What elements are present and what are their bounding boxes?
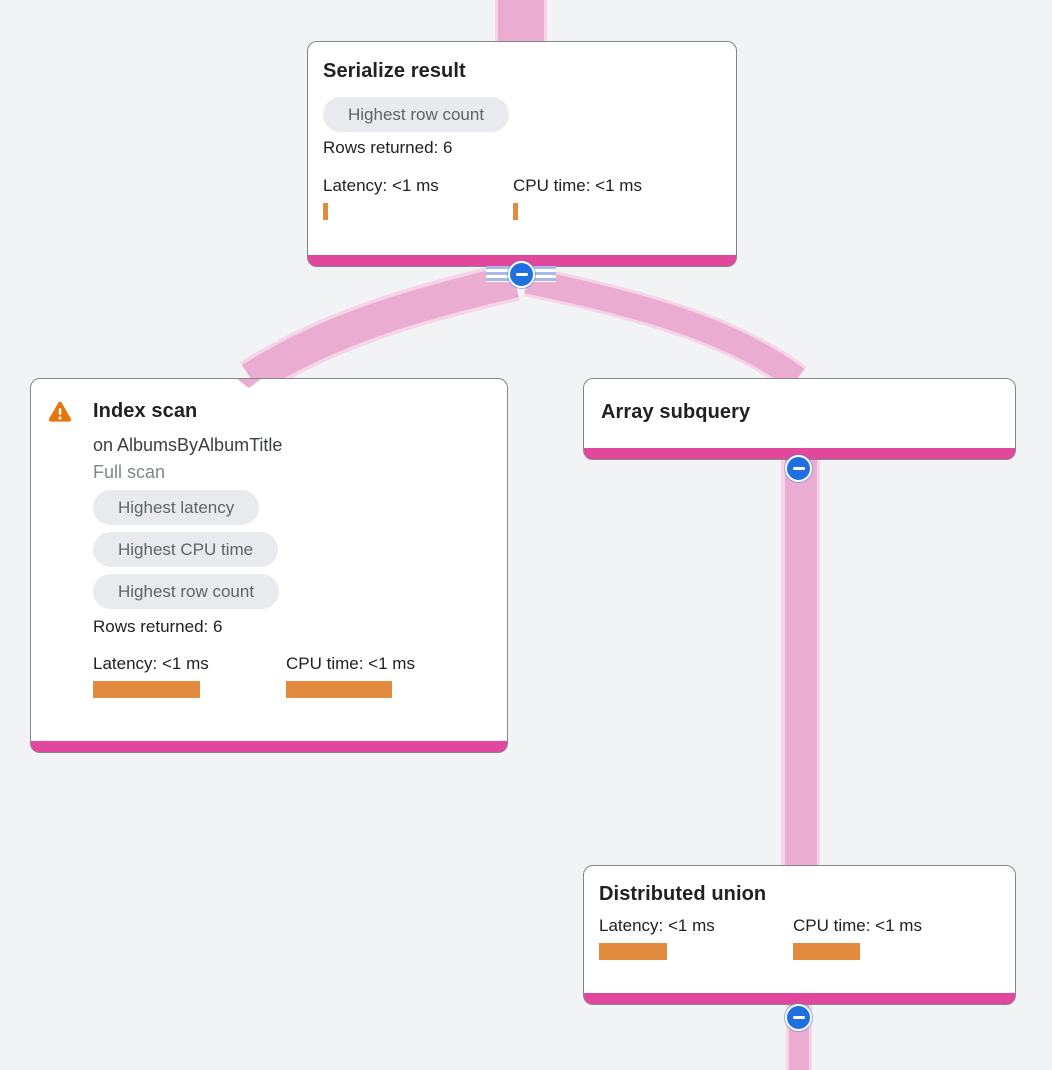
node-array-subquery[interactable]: Array subquery: [583, 378, 1016, 460]
latency-bar: [599, 943, 667, 960]
rows-returned-label: Rows returned: 6: [93, 617, 223, 636]
badge-highest-row-count: Highest row count: [93, 574, 280, 609]
warning-icon[interactable]: [48, 401, 72, 423]
edge-array-to-distributed: [785, 458, 817, 867]
cpu-metric: CPU time: <1 ms: [793, 916, 987, 960]
node-accent-bar: [584, 448, 1015, 459]
edge-into-serialize-result: [498, 0, 544, 44]
rows-returned-label: Rows returned: 6: [323, 138, 453, 157]
latency-metric: Latency: <1 ms: [599, 916, 793, 960]
node-index-scan[interactable]: Index scan on AlbumsByAlbumTitle Full sc…: [30, 378, 508, 753]
node-accent-bar: [308, 255, 736, 266]
latency-bar: [93, 681, 200, 698]
collapse-button-distributed-union[interactable]: [785, 1004, 812, 1031]
latency-metric: Latency: <1 ms: [323, 176, 513, 220]
collapse-button-array-subquery[interactable]: [785, 455, 812, 482]
scan-type-label: Full scan: [93, 462, 166, 482]
node-title: Array subquery: [601, 401, 751, 423]
latency-label: Latency: <1 ms: [599, 916, 715, 935]
junction-stripes-left: [486, 266, 510, 282]
node-accent-bar: [31, 741, 507, 752]
cpu-time-label: CPU time: <1 ms: [793, 916, 922, 935]
minus-icon: [792, 1016, 805, 1019]
cpu-time-bar: [793, 943, 860, 960]
edge-serialize-to-index-scan: [242, 264, 519, 393]
junction-stripes-right: [532, 266, 556, 282]
node-subtitle: on AlbumsByAlbumTitle: [93, 435, 283, 455]
latency-label: Latency: <1 ms: [323, 176, 439, 195]
node-title: Index scan: [93, 400, 198, 422]
cpu-time-label: CPU time: <1 ms: [513, 176, 642, 195]
cpu-metric: CPU time: <1 ms: [286, 654, 479, 698]
latency-metric: Latency: <1 ms: [93, 654, 286, 698]
latency-bar: [323, 203, 328, 220]
edge-serialize-to-array-subquery: [524, 268, 805, 390]
node-title: Serialize result: [323, 60, 466, 82]
node-distributed-union[interactable]: Distributed union Latency: <1 ms CPU tim…: [583, 865, 1016, 1005]
badge-highest-row-count: Highest row count: [323, 97, 510, 132]
node-serialize-result[interactable]: Serialize result Highest row count Rows …: [307, 41, 737, 267]
collapse-button-serialize-result[interactable]: [508, 261, 535, 288]
latency-label: Latency: <1 ms: [93, 654, 209, 673]
cpu-time-label: CPU time: <1 ms: [286, 654, 415, 673]
cpu-metric: CPU time: <1 ms: [513, 176, 703, 220]
minus-icon: [515, 273, 528, 276]
node-title: Distributed union: [599, 883, 767, 905]
badge-highest-cpu-time: Highest CPU time: [93, 532, 279, 567]
badge-highest-latency: Highest latency: [93, 490, 260, 525]
minus-icon: [792, 467, 805, 470]
node-accent-bar: [584, 993, 1015, 1004]
cpu-time-bar: [513, 203, 518, 220]
cpu-time-bar: [286, 681, 392, 698]
